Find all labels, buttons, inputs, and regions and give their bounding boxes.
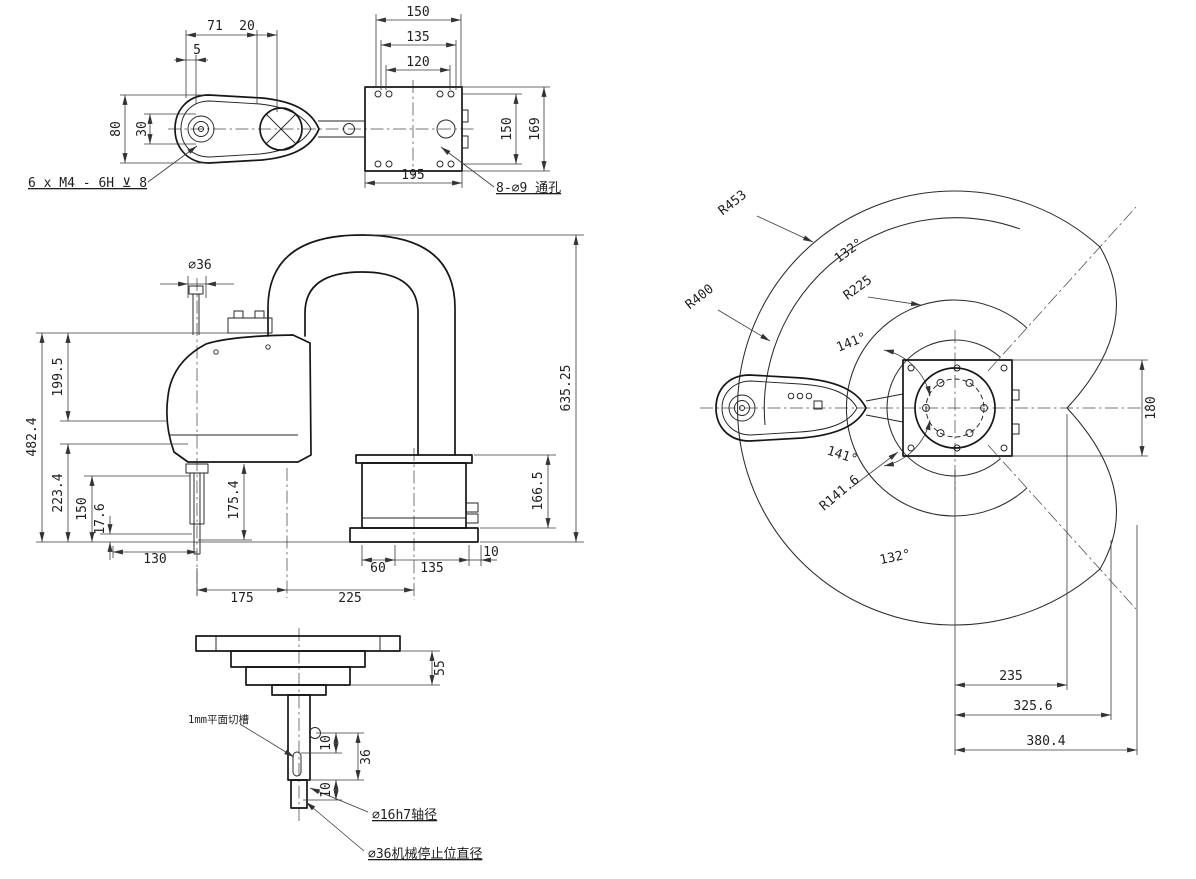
top-view: 150 135 120 71 20 5 80 30 150 169 195 6 …	[28, 5, 561, 196]
work-envelope-geometry	[700, 190, 1150, 626]
arm-outline-top	[715, 374, 867, 442]
arch-tube-inner	[304, 271, 419, 456]
dim-380-4: 380.4	[1026, 734, 1065, 749]
side-view-dimensions: ∅36 482.4 199.5 223.4 150 17.6 175.4 635…	[25, 234, 584, 606]
shaft-diameter-note: ∅16h7轴径	[372, 808, 437, 823]
dim-17-6: 17.6	[93, 503, 108, 534]
shaft-detail-dimensions: 55 10 36 10 1mm平面切槽 ∅16h7轴径 ∅36机械停止位直径	[188, 650, 482, 862]
side-view-geometry	[36, 234, 479, 600]
dim-180: 180	[1144, 396, 1159, 419]
quill-collar	[185, 463, 209, 474]
dim-10-upper: 10	[319, 735, 334, 751]
label-r453: R453	[716, 188, 750, 219]
dim-150-right: 150	[500, 117, 515, 140]
elbow-joint-circle	[259, 107, 303, 151]
dim-10-side: 10	[483, 545, 499, 560]
dim-135-top: 135	[406, 30, 429, 45]
dim-80: 80	[109, 121, 124, 137]
work-envelope-view: R453 R400 R225 132° 141° 141° R141.6 132…	[683, 188, 1159, 755]
top-view-dimensions: 150 135 120 71 20 5 80 30 150 169 195 6 …	[28, 5, 561, 196]
dim-20: 20	[239, 19, 255, 34]
label-angle-132-bottom: 132°	[878, 547, 912, 568]
r225-arc	[845, 299, 1028, 517]
dim-150-side: 150	[75, 497, 90, 520]
dim-130: 130	[143, 552, 166, 567]
label-angle-141-top: 141°	[834, 330, 869, 356]
j1-axis-circle	[914, 367, 996, 449]
shaft-lower	[290, 779, 308, 809]
work-envelope-dimensions: R453 R400 R225 132° 141° 141° R141.6 132…	[683, 188, 1159, 755]
inner-limit-arc	[886, 339, 1001, 477]
dim-199-5: 199.5	[51, 357, 66, 396]
r400-arc	[763, 217, 1021, 426]
wrist-flange-circle	[187, 115, 215, 143]
dim-55: 55	[433, 660, 448, 676]
shaft-detail-view: 55 10 36 10 1mm平面切槽 ∅16h7轴径 ∅36机械停止位直径	[188, 628, 482, 862]
dim-71: 71	[207, 19, 223, 34]
thread-note: 6 x M4 - 6H ⊻ 8	[28, 176, 147, 191]
dim-635-25: 635.25	[559, 365, 574, 412]
dim-223-4: 223.4	[51, 473, 66, 512]
label-angle-132-top: 132°	[832, 236, 866, 267]
base-outline	[364, 86, 463, 172]
arch-tube-outer	[267, 234, 456, 456]
dim-5: 5	[193, 43, 201, 58]
shaft-detail-geometry	[195, 628, 401, 822]
dim-120-top: 120	[406, 55, 429, 70]
dim-150-top: 150	[406, 5, 429, 20]
label-r141-6: R141.6	[817, 472, 863, 514]
dim-10-lower: 10	[319, 782, 334, 798]
flat-groove-slot	[292, 751, 302, 777]
dim-169: 169	[528, 117, 543, 140]
dim-195: 195	[401, 168, 424, 183]
dim-225: 225	[338, 591, 361, 606]
label-r225: R225	[841, 273, 875, 304]
dim-36: 36	[359, 749, 374, 765]
dim-30: 30	[135, 121, 150, 137]
top-view-geometry	[168, 80, 476, 178]
dim-482-4: 482.4	[25, 417, 40, 456]
connector-box	[465, 502, 479, 513]
dim-166-5: 166.5	[531, 471, 546, 510]
base-hole	[436, 119, 456, 139]
bolt-circle	[925, 378, 985, 438]
base-flange	[349, 527, 479, 543]
envelope-lobes	[1066, 246, 1117, 570]
label-r400: R400	[683, 282, 717, 313]
dim-325-6: 325.6	[1013, 699, 1052, 714]
mechanical-stop-note: ∅36机械停止位直径	[368, 846, 482, 862]
side-view: ∅36 482.4 199.5 223.4 150 17.6 175.4 635…	[25, 234, 584, 606]
dim-235: 235	[999, 669, 1022, 684]
groove-note: 1mm平面切槽	[188, 714, 249, 726]
dim-quill-diameter: ∅36	[188, 258, 211, 273]
base-outline-top	[902, 359, 1013, 457]
through-holes-note: 8-∅9 通孔	[496, 181, 561, 196]
dim-175-4: 175.4	[227, 480, 242, 519]
dim-135-side: 135	[420, 561, 443, 576]
arm-body	[166, 334, 312, 463]
connector-box	[465, 513, 479, 524]
dim-175: 175	[230, 591, 253, 606]
mounting-plate	[195, 635, 401, 652]
arm-outline	[174, 94, 320, 164]
dim-60: 60	[370, 561, 386, 576]
